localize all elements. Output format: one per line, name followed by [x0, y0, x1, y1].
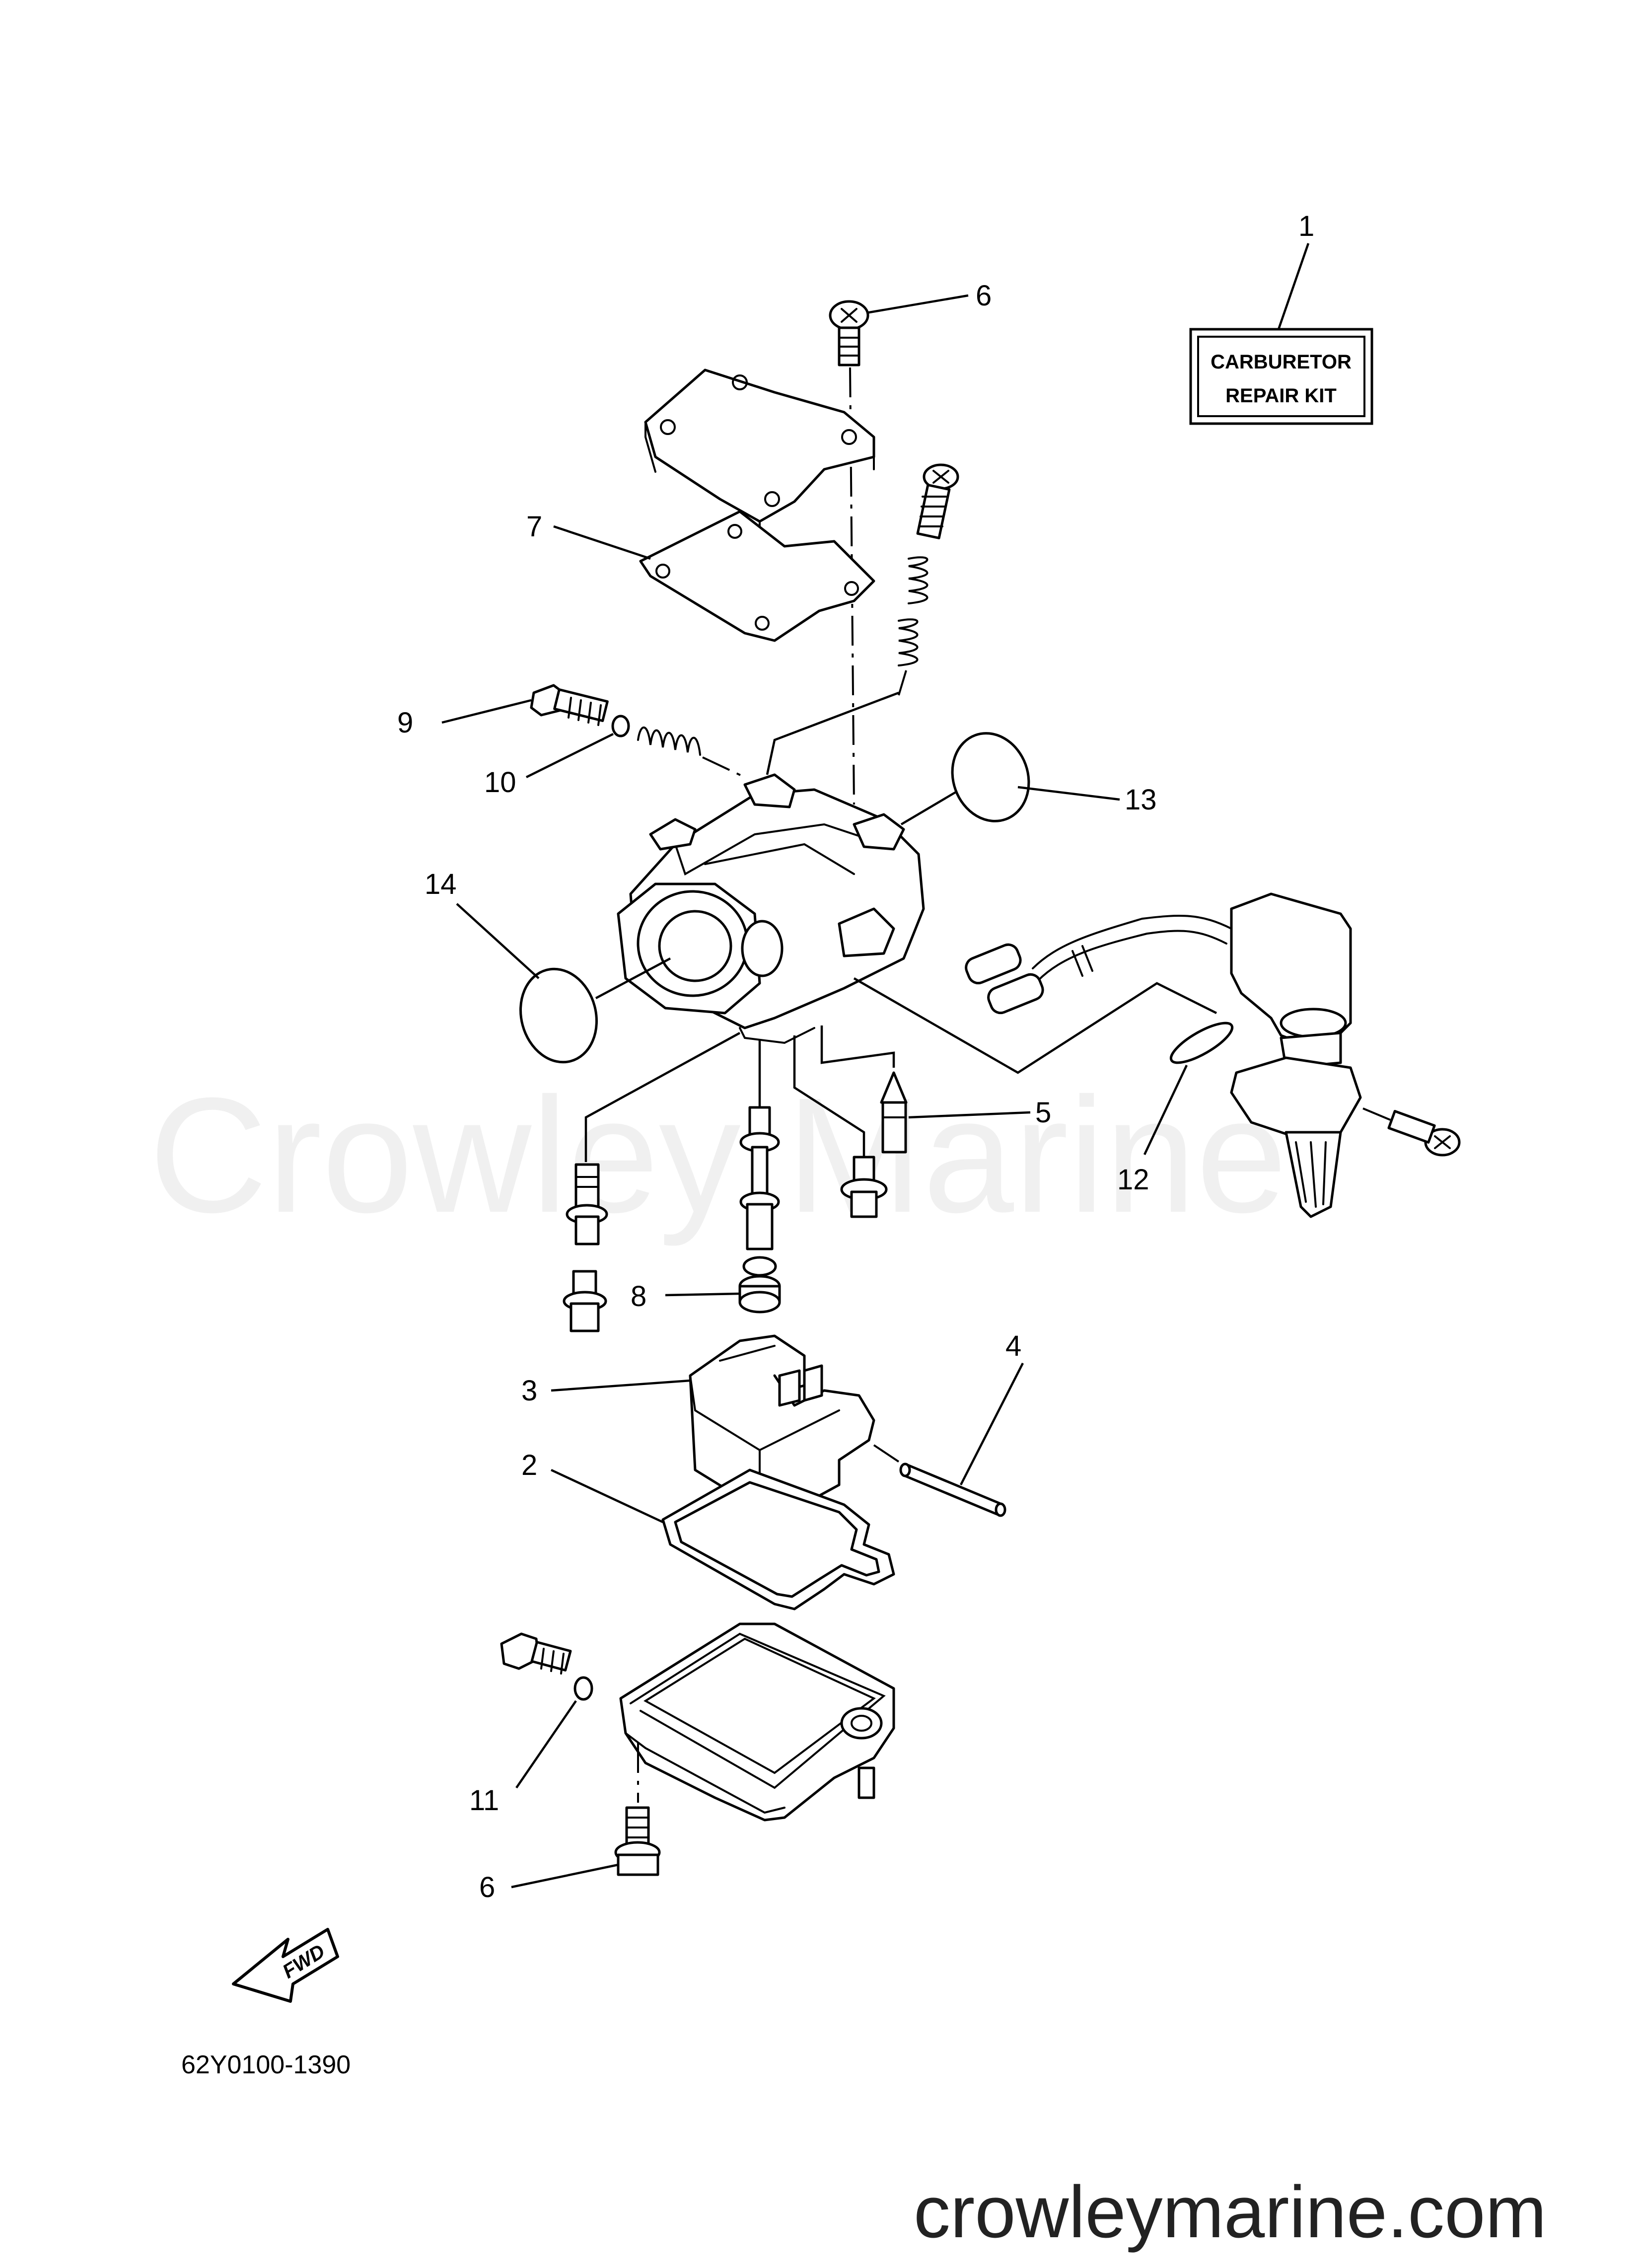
- callout-5: 5: [1035, 1097, 1051, 1129]
- repair-kit-line1: CARBURETOR: [1211, 351, 1352, 373]
- pilot-spring-upper: [908, 556, 928, 604]
- diaphragm-gasket: [639, 510, 875, 642]
- pilot-screw: [916, 463, 959, 539]
- needle-valve: [880, 1071, 908, 1154]
- o-ring-12: [1169, 1022, 1234, 1064]
- o-ring-11: [573, 1676, 593, 1701]
- callout-9: 9: [397, 707, 413, 739]
- pilot-jet: [566, 1163, 608, 1245]
- callout-14: 14: [425, 868, 457, 900]
- float-pin: [899, 1463, 1006, 1517]
- callout-8: 8: [631, 1280, 646, 1313]
- top-cover-screw: [829, 300, 869, 366]
- watermark: Crowley Marine: [149, 1063, 1287, 1247]
- callout-12: 12: [1117, 1164, 1149, 1196]
- main-jet: [563, 1270, 607, 1332]
- carburetor-body: [617, 773, 925, 1044]
- float-chamber: [619, 1622, 895, 1822]
- small-jet: [840, 1156, 888, 1218]
- chamber-screw: [614, 1806, 661, 1876]
- repair-kit-label: CARBURETOR REPAIR KIT: [1189, 328, 1373, 425]
- float-chamber-gasket: [661, 1468, 895, 1610]
- repair-kit-line2: REPAIR KIT: [1225, 385, 1337, 407]
- plug: [738, 1275, 781, 1314]
- callout-6-top: 6: [976, 280, 992, 312]
- o-ring-10: [611, 715, 630, 737]
- callout-13: 13: [1125, 784, 1157, 816]
- forward-arrow-icon: FWD: [232, 1928, 339, 2003]
- diagram-code: 62Y0100-1390: [181, 2050, 351, 2079]
- o-ring-13: [951, 732, 1030, 822]
- callout-10: 10: [484, 766, 516, 799]
- throttle-stop-screw: [530, 684, 609, 726]
- callout-3: 3: [521, 1375, 537, 1407]
- pilot-spring-lower: [898, 618, 919, 666]
- throttle-stop-spring: [637, 727, 701, 756]
- website-url: crowleymarine.com: [914, 2171, 1547, 2253]
- callout-7: 7: [526, 511, 542, 543]
- callout-4: 4: [1005, 1330, 1021, 1362]
- callout-2: 2: [521, 1449, 537, 1481]
- choke-solenoid: [965, 892, 1362, 1218]
- callout-11: 11: [469, 1784, 499, 1817]
- main-nozzle: [739, 1106, 780, 1250]
- callout-6-bottom: 6: [479, 1871, 495, 1903]
- drain-screw: [500, 1632, 572, 1675]
- solenoid-screw: [1387, 1110, 1461, 1157]
- top-cover: [644, 368, 875, 535]
- jet-o-ring: [742, 1256, 777, 1277]
- callout-1: 1: [1298, 210, 1314, 242]
- o-ring-14: [519, 967, 598, 1064]
